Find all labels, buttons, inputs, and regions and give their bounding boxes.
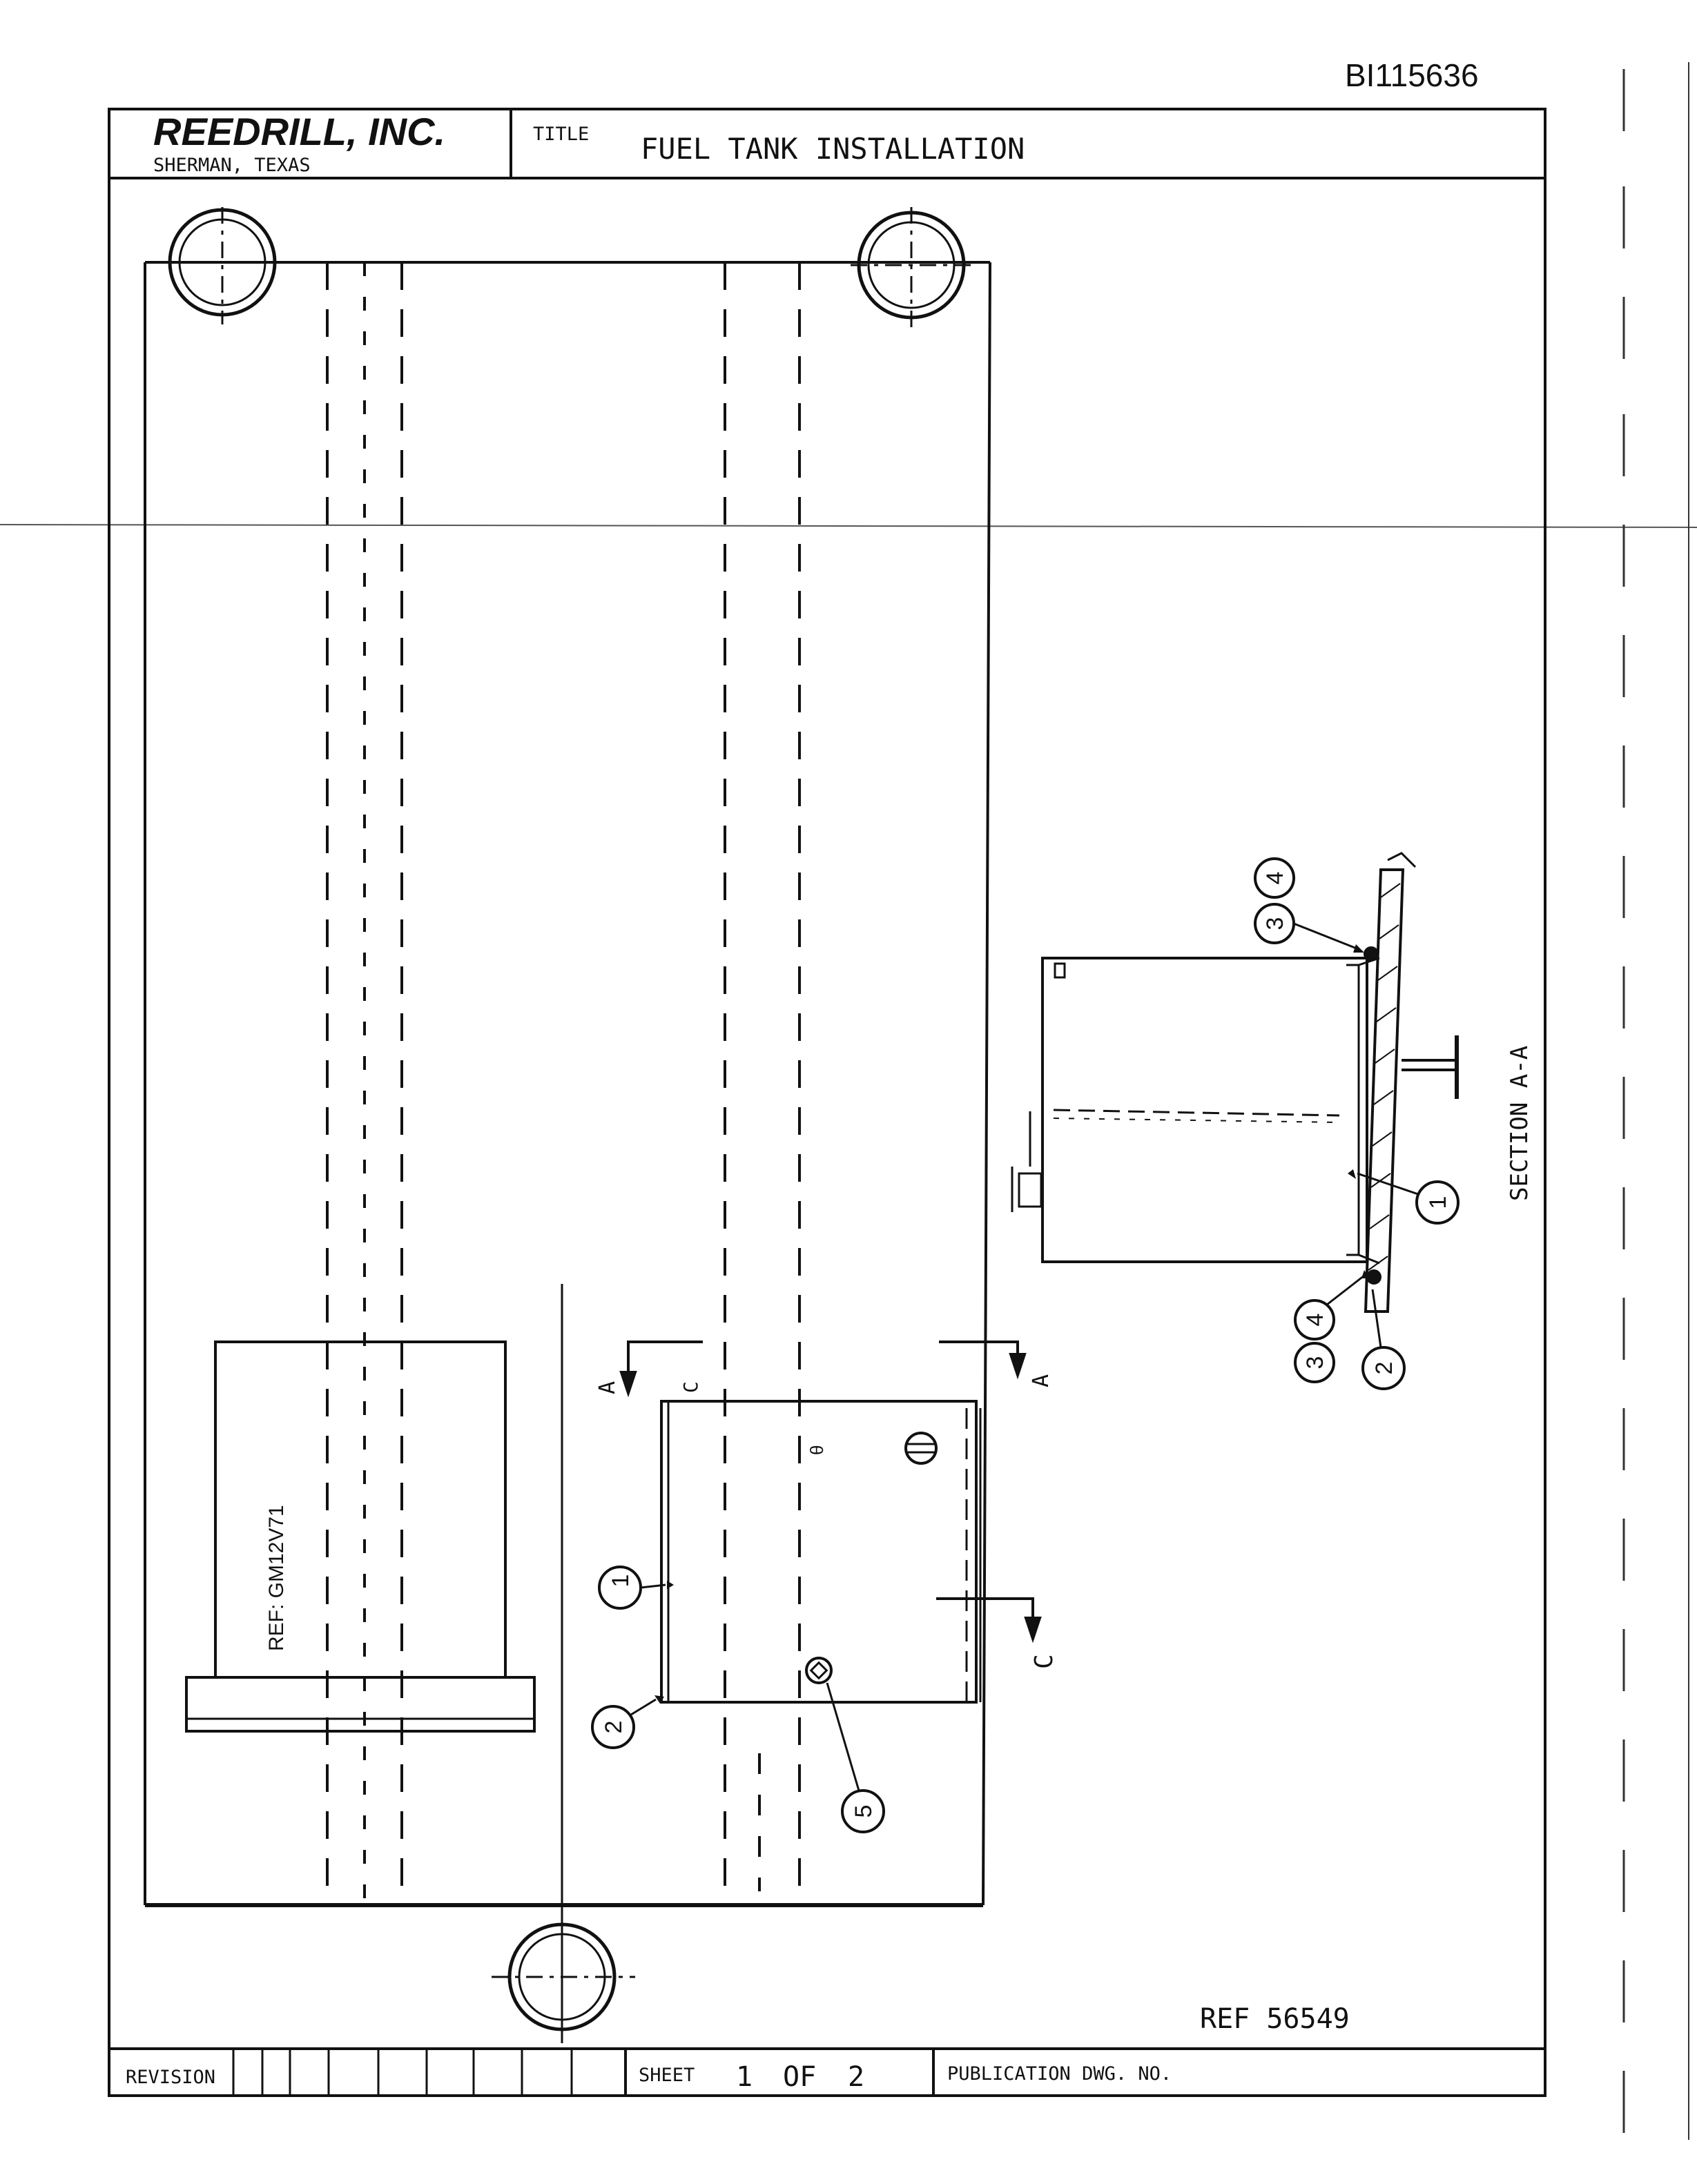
frame-plan-view — [144, 261, 991, 2043]
sheet-of: OF — [783, 2061, 816, 2093]
svg-text:5: 5 — [851, 1805, 877, 1818]
callout-plan-5: 5 — [826, 1682, 885, 1833]
title-block: REEDRILL, INC. SHERMAN, TEXAS TITLE FUEL… — [109, 109, 1545, 179]
engine-reference-label: REF: GM12V71 — [265, 1505, 288, 1651]
publication-label: PUBLICATION DWG. NO. — [947, 2063, 1172, 2085]
section-cut-markers — [619, 1340, 1042, 1644]
svg-text:2: 2 — [1371, 1362, 1397, 1375]
section-marker-left: A — [594, 1381, 620, 1394]
callout-plan-1: 1 — [598, 1566, 674, 1610]
callout-plan-2: 2 — [591, 1695, 664, 1749]
company-name: REEDRILL, INC. — [153, 110, 445, 153]
reference-number: REF 56549 — [1200, 2003, 1350, 2035]
hidden-lines — [326, 262, 801, 1905]
sheet-total: 2 — [848, 2061, 864, 2093]
document-id: BI115636 — [1345, 57, 1479, 93]
footer-block: REVISION SHEET 1 OF 2 PUBLICATION DWG. N… — [109, 2003, 1545, 2096]
callout-section-4-top: 4 — [1254, 857, 1295, 899]
svg-text:1: 1 — [608, 1574, 634, 1588]
svg-text:3: 3 — [1262, 917, 1288, 930]
tank-c-mark: C — [679, 1381, 702, 1393]
company-location: SHERMAN, TEXAS — [153, 155, 311, 176]
callout-section-4-bottom: 4 — [1294, 1270, 1370, 1340]
scan-artifacts — [0, 62, 1697, 2140]
sheet-border — [108, 108, 1546, 2097]
mounting-hole-top-right — [851, 207, 972, 331]
engine-outline — [185, 1340, 536, 1733]
sheet-current: 1 — [736, 2061, 753, 2093]
revision-label: REVISION — [126, 2067, 215, 2088]
svg-text:3: 3 — [1302, 1356, 1328, 1369]
callout-section-1: 1 — [1348, 1169, 1460, 1225]
gauge-mark-icon: θ — [806, 1445, 827, 1455]
fuel-tank-plan: θ — [660, 1400, 982, 1704]
callout-section-3-top: 3 — [1254, 903, 1364, 953]
section-marker-right: A — [1027, 1374, 1054, 1387]
callout-section-2: 2 — [1361, 1289, 1406, 1390]
section-a-a-view — [1011, 852, 1459, 1313]
drawing-title: FUEL TANK INSTALLATION — [641, 132, 1025, 166]
callout-section-3-bottom: 3 — [1294, 1342, 1335, 1383]
svg-text:1: 1 — [1425, 1196, 1451, 1209]
section-title: SECTION A-A — [1506, 1046, 1533, 1201]
mounting-hole-bottom — [492, 1922, 635, 2031]
title-label: TITLE — [533, 124, 589, 145]
sheet-label: SHEET — [639, 2065, 695, 2086]
drain-plug-icon — [805, 1657, 833, 1684]
svg-text:4: 4 — [1302, 1314, 1328, 1327]
svg-text:4: 4 — [1262, 872, 1288, 885]
mounting-hole-top-left — [166, 207, 279, 324]
section-c-marker: C — [1030, 1654, 1058, 1669]
filler-cap-icon — [904, 1432, 938, 1465]
svg-text:2: 2 — [601, 1721, 627, 1734]
